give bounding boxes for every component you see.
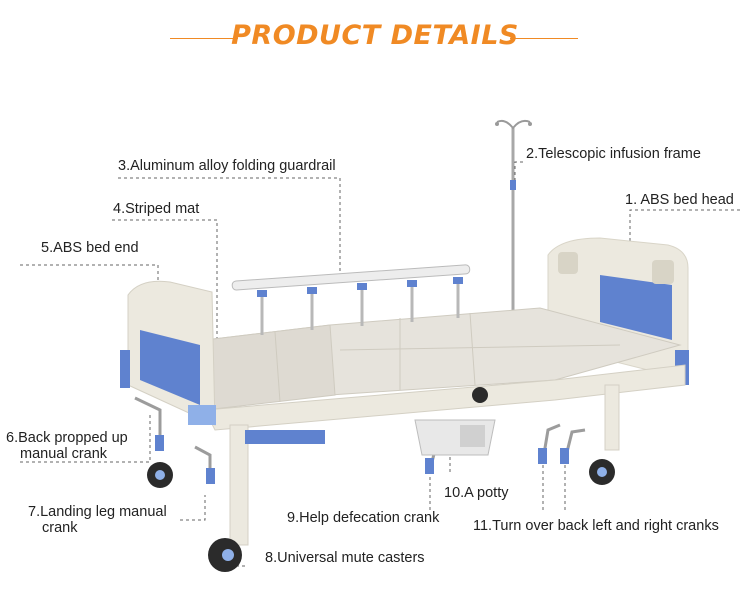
label-universal-casters: 8.Universal mute casters [265, 550, 425, 566]
title-rule-right [510, 38, 578, 39]
infusion-pole [495, 119, 532, 315]
leader-striped-mat [112, 219, 218, 340]
folding-guardrail [231, 264, 471, 335]
label-aluminum-guardrail: 3.Aluminum alloy folding guardrail [118, 158, 336, 174]
striped-mat [204, 307, 682, 411]
label-landing-leg-line2: crank [42, 520, 78, 536]
label-potty: 10.A potty [444, 485, 509, 501]
page-title: PRODUCT DETAILS [231, 20, 519, 51]
label-back-crank-line2: manual crank [20, 446, 108, 462]
bed-end-board [120, 280, 216, 426]
label-striped-mat: 4.Striped mat [113, 201, 200, 217]
leader-bed-end [20, 264, 159, 285]
leader-bed-head [629, 209, 740, 245]
bed-frame [204, 364, 686, 546]
label-landing-leg-line1: 7.Landing leg manual [28, 504, 167, 520]
label-help-defecation-crank: 9.Help defecation crank [287, 510, 440, 526]
leader-guardrail [118, 177, 341, 285]
crank-handles [155, 435, 569, 484]
label-abs-bed-head: 1. ABS bed head [625, 192, 734, 208]
universal-casters [147, 387, 615, 572]
label-abs-bed-end: 5.ABS bed end [41, 240, 139, 256]
leader-infusion-frame [514, 161, 523, 185]
leader-lines [20, 161, 740, 567]
potty [414, 419, 496, 456]
label-turn-over-cranks: 11.Turn over back left and right cranks [473, 518, 719, 534]
leader-back-crank [20, 415, 151, 463]
label-back-crank-line1: 6.Back propped up [6, 430, 128, 446]
label-telescopic-infusion-frame: 2.Telescopic infusion frame [526, 146, 701, 162]
leader-landing-leg [180, 495, 206, 521]
title-rule-left [170, 38, 238, 39]
